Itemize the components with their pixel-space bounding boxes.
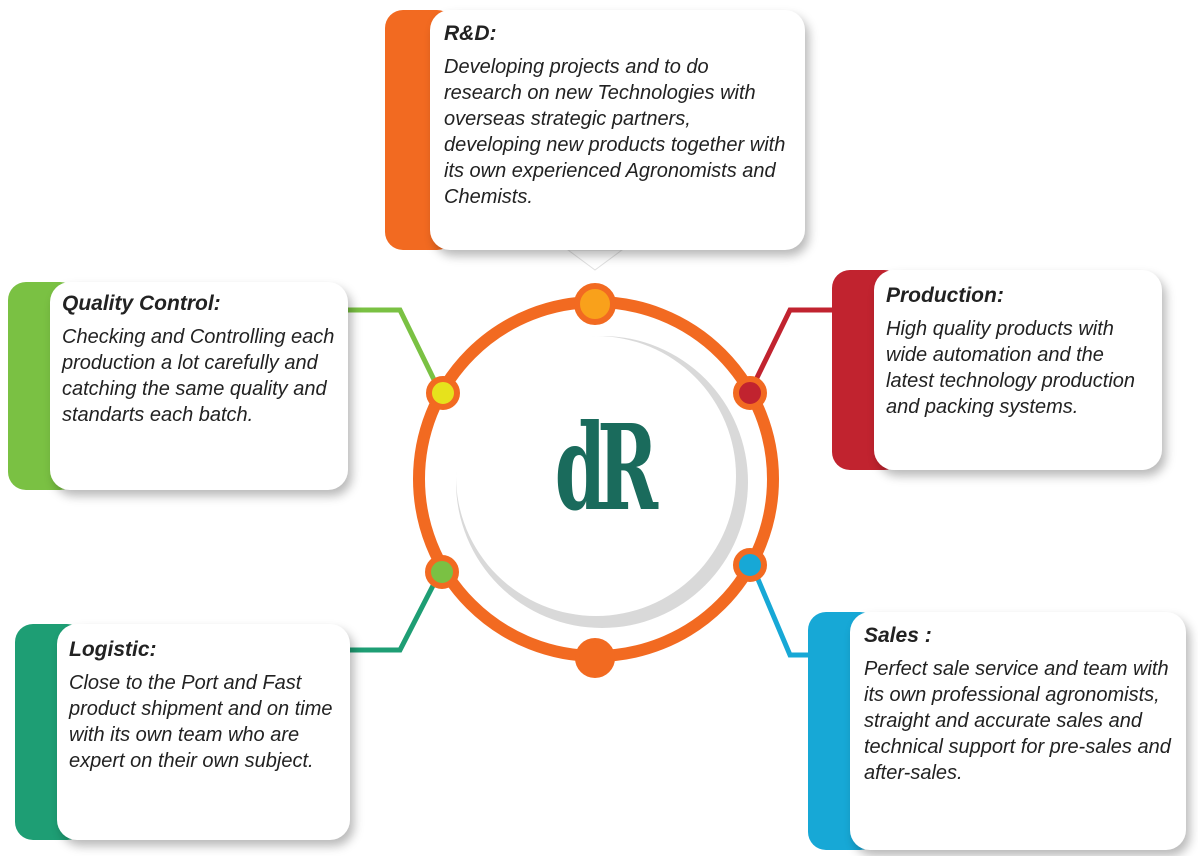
sales-card: Sales : Perfect sale service and team wi…: [808, 612, 1186, 850]
node-right-bottom: [733, 548, 767, 582]
node-bottom: [575, 638, 615, 678]
quality-card: Quality Control: Checking and Controllin…: [8, 282, 348, 490]
logistic-card: Logistic: Close to the Port and Fast pro…: [15, 624, 350, 840]
quality-card-panel: Quality Control: Checking and Controllin…: [50, 282, 348, 490]
node-top: [574, 283, 616, 325]
connector-logistic: [350, 570, 443, 653]
logistic-card-panel: Logistic: Close to the Port and Fast pro…: [57, 624, 350, 840]
quality-title: Quality Control:: [62, 292, 221, 315]
production-card-panel: Production: High quality products with w…: [874, 270, 1162, 470]
connector-production: [747, 307, 835, 394]
logistic-title: Logistic:: [69, 638, 157, 661]
production-title: Production:: [886, 284, 1004, 307]
logistic-body: Close to the Port and Fast product shipm…: [69, 672, 333, 773]
sales-title: Sales :: [864, 624, 932, 647]
node-right-top: [733, 376, 767, 410]
center-circle: [456, 336, 736, 616]
production-card: Production: High quality products with w…: [832, 270, 1162, 470]
production-body: High quality products with wide automati…: [886, 318, 1136, 419]
center-logo: dR: [554, 398, 658, 537]
rd-card: R&D: Developing projects and to do resea…: [385, 10, 805, 250]
rd-pointer: [566, 249, 624, 271]
quality-body: Checking and Controlling each production…: [62, 326, 335, 427]
sales-body: Perfect sale service and team with its o…: [864, 658, 1171, 785]
rd-body: Developing projects and to do research o…: [444, 56, 786, 209]
connector-quality: [345, 307, 443, 394]
node-left-top: [426, 376, 460, 410]
rd-title: R&D:: [444, 22, 497, 45]
sales-card-panel: Sales : Perfect sale service and team wi…: [850, 612, 1186, 850]
rd-card-panel: R&D: Developing projects and to do resea…: [430, 10, 805, 250]
node-left-bottom: [425, 555, 459, 589]
connector-sales: [749, 564, 810, 658]
